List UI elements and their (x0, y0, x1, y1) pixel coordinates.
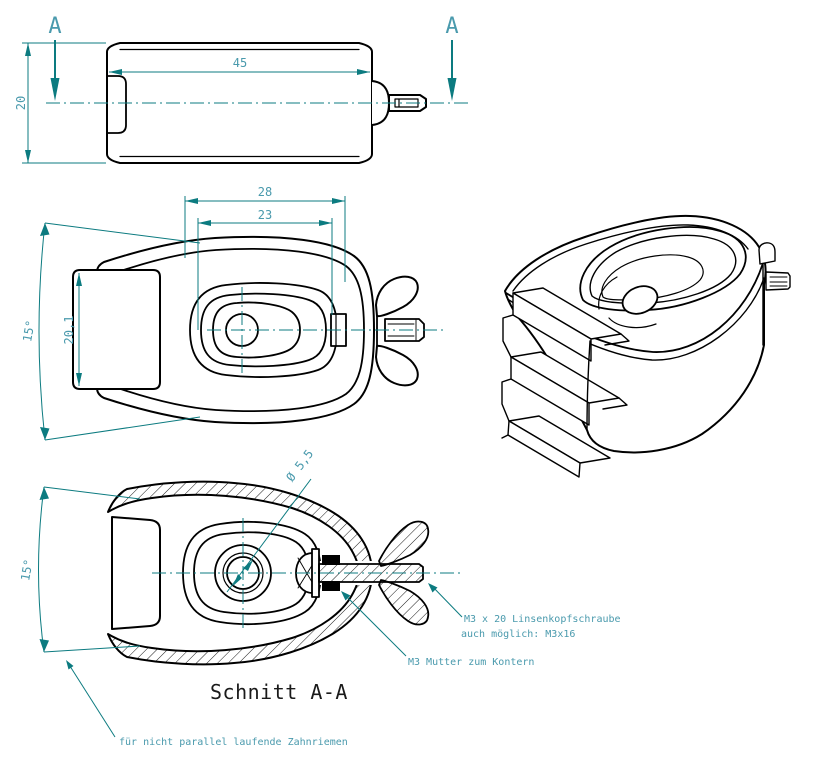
top-view: 45 20 A A (14, 14, 470, 164)
dim-20-1-arrows (76, 273, 82, 386)
iso-wing-tab (758, 242, 776, 265)
iso-fork-step-edges (501, 314, 514, 439)
dim-20-label: 20 (14, 96, 28, 110)
dim-28-label: 28 (258, 185, 272, 199)
wingnut-upper-wing (378, 520, 430, 567)
dim-hole-leader-arrows (233, 560, 253, 586)
dim-20-1-label: 20,1 (62, 316, 76, 345)
wing-upper-side (375, 275, 419, 318)
dim-20-arrows (25, 43, 31, 163)
wingnut-lower-wing (378, 579, 430, 626)
iso-boss-arcs (598, 276, 657, 329)
angle-15-side-arc (38, 222, 46, 441)
angle-15-section-lines (43, 486, 141, 653)
dim-23-label: 23 (258, 208, 272, 222)
iso-bar2-tooth (602, 397, 628, 410)
section-marker-a-left: A (48, 14, 61, 39)
dim-28-ext (184, 196, 346, 282)
note-screw-line2: auch möglich: M3x16 (461, 629, 575, 640)
wing-lower-side (375, 344, 419, 387)
iso-stud (765, 271, 791, 291)
iso-bar3-front (507, 420, 581, 478)
dim-20-ext-lines (22, 42, 106, 164)
note-screw-leader (430, 584, 463, 618)
angle-15-section-label: 15° (18, 558, 36, 582)
angle-15-side-label: 15° (20, 319, 38, 343)
section-clamp-block (111, 516, 161, 630)
note-screw-line1: M3 x 20 Linsenkopfschraube (464, 614, 621, 625)
iso-view (501, 214, 791, 478)
iso-hole (621, 285, 659, 315)
note-belt-arrow (66, 660, 74, 670)
iso-bar1-front (512, 292, 592, 362)
section-marker-a-left-arrow (50, 78, 60, 101)
angle-15-side-lines (44, 222, 201, 441)
dim-hole-leader-line (226, 478, 312, 593)
dim-23-ext (197, 218, 333, 330)
note-belt-label: für nicht parallel laufende Zahnriemen (119, 737, 348, 748)
note-locknut-arrow (341, 591, 351, 601)
note-screw-arrow (428, 583, 438, 593)
note-locknut-label: M3 Mutter zum Kontern (408, 657, 534, 668)
belt-slot-notch (106, 75, 127, 134)
section-title: Schnitt A-A (210, 680, 348, 704)
section-marker-a-right: A (445, 14, 458, 39)
dim-hole-diameter-label: Ø 5,5 (283, 447, 316, 484)
iso-stud-threads (769, 276, 788, 287)
dim-45-label: 45 (233, 56, 247, 70)
locknut-upper (322, 555, 340, 565)
stud-side-threads (387, 319, 417, 341)
note-locknut-leader (342, 592, 407, 657)
side-view: 28 23 20,1 15° (20, 185, 447, 441)
clamp-block-side (72, 269, 161, 390)
section-view: Ø 5,5 15° M3 x 20 Linsenkopfschraube auc… (18, 447, 620, 748)
iso-cut-face-edge (586, 340, 591, 430)
angle-15-side-arrows (40, 223, 50, 440)
note-belt-leader (67, 662, 116, 738)
angle-15-section-arc (38, 486, 45, 653)
stud-thread-detail (394, 98, 419, 108)
iso-bar2-front (510, 356, 590, 426)
iso-bar1-tooth (604, 333, 630, 346)
locknut-lower (322, 581, 340, 591)
section-marker-a-right-arrow (447, 78, 457, 101)
